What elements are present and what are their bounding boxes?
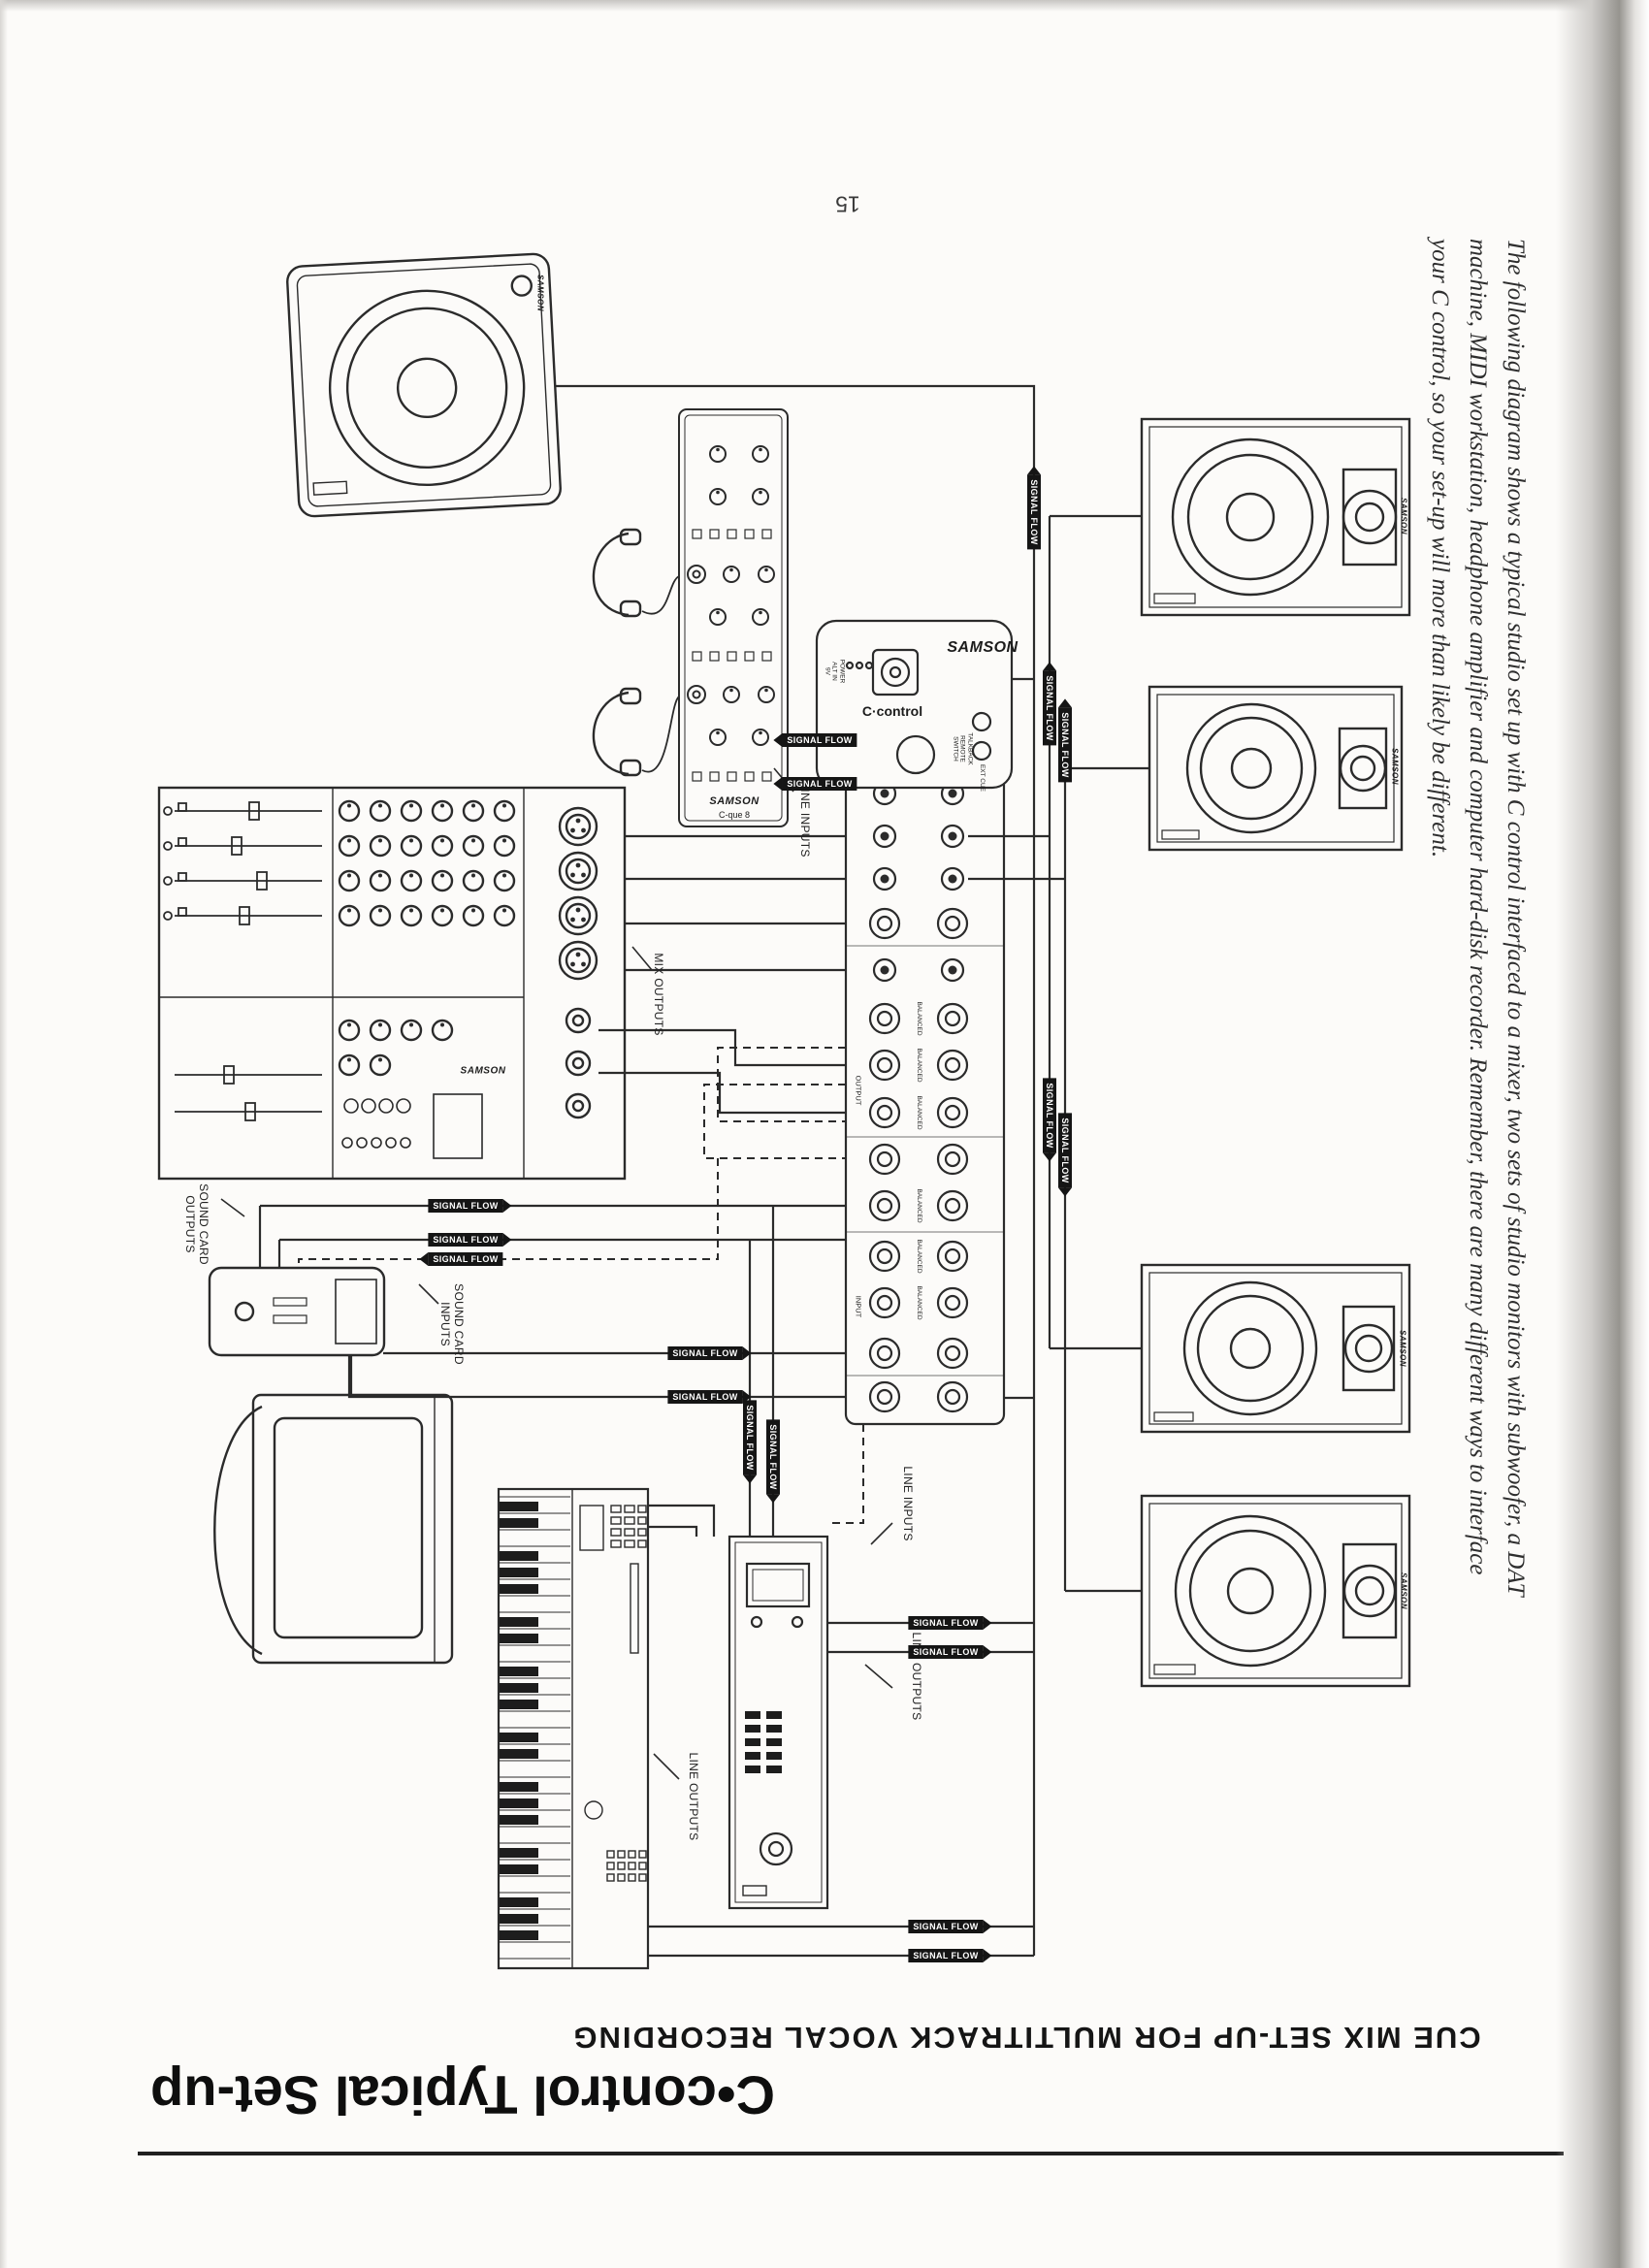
c-control-balanced-label: BALANCED — [915, 1048, 922, 1083]
page-edge-shadow — [1556, 0, 1649, 2268]
signal-flow-arrow: SIGNAL FLOW — [908, 1949, 992, 1962]
c-control — [815, 619, 1014, 1426]
signal-flow-arrow: SIGNAL FLOW — [773, 733, 857, 747]
page-number: 15 — [835, 191, 860, 217]
midi-keyboard — [497, 1487, 650, 1970]
mixer-brand: SAMSON — [460, 1065, 506, 1077]
label-mix-outputs: MIX OUTPUTS — [652, 953, 665, 1036]
signal-flow-arrow: SIGNAL FLOW — [773, 777, 857, 791]
intro-paragraph-line-1: The following diagram shows a typical st… — [1503, 239, 1529, 1597]
c-control-ext-cue-label: EXT CUE — [978, 763, 986, 793]
signal-flow-arrow: SIGNAL FLOW — [428, 1233, 512, 1247]
c-control-balanced-label: BALANCED — [915, 1095, 922, 1130]
c-control-balanced-label: BALANCED — [915, 1001, 922, 1036]
signal-flow-arrow: SIGNAL FLOW — [908, 1645, 992, 1659]
scan-edge-left — [0, 0, 8, 2268]
monitor-3-brand: SAMSON — [1398, 1329, 1407, 1368]
c-control-brand-logo: SAMSON — [947, 639, 1018, 656]
c-control-balanced-label: BALANCED — [915, 1239, 922, 1274]
signal-flow-arrow: SIGNAL FLOW — [1058, 1113, 1072, 1188]
sound-card — [208, 1266, 386, 1357]
signal-flow-arrow: SIGNAL FLOW — [766, 1419, 780, 1495]
dat-machine — [728, 1535, 829, 1910]
scan-edge-top — [0, 0, 1649, 12]
subwoofer — [286, 252, 562, 518]
c-control-balanced-label: BALANCED — [915, 1285, 922, 1320]
c-control-output-label: OUTPUT — [854, 1075, 863, 1106]
label-sound-card-inputs: SOUND CARD INPUTS — [438, 1283, 466, 1365]
signal-flow-arrow: SIGNAL FLOW — [908, 1616, 992, 1630]
headphone-amp-model: C-que 8 — [718, 810, 751, 820]
signal-flow-arrow: SIGNAL FLOW — [419, 1252, 503, 1266]
signal-flow-arrow: SIGNAL FLOW — [908, 1920, 992, 1933]
c-control-talkback-label: TALKBACK REMOTE SWITCH — [952, 732, 974, 765]
signal-flow-arrow: SIGNAL FLOW — [667, 1390, 752, 1404]
label-line-outputs-keyboard: LINE OUTPUTS — [687, 1752, 700, 1841]
c-control-power-label: POWER ALT IN 9V — [824, 659, 846, 684]
monitor-1-brand: SAMSON — [1399, 497, 1408, 535]
section-subtitle: CUE MIX SET-UP FOR MULTITRACK VOCAL RECO… — [571, 2021, 1481, 2055]
signal-flow-arrow: SIGNAL FLOW — [1027, 474, 1041, 550]
computer-monitor — [213, 1393, 454, 1665]
studio-monitor-2 — [1148, 685, 1404, 852]
wires-dashed — [298, 1047, 864, 1524]
studio-monitor-1 — [1140, 417, 1411, 617]
signal-flow-arrow: SIGNAL FLOW — [1058, 707, 1072, 783]
label-leaders — [220, 767, 893, 1780]
headphones-1 — [592, 528, 680, 618]
mixer — [157, 786, 627, 1181]
c-control-model-logo: C·control — [861, 703, 923, 719]
signal-flow-arrow: SIGNAL FLOW — [1043, 1078, 1056, 1153]
monitor-4-brand: SAMSON — [1399, 1571, 1408, 1610]
headphone-amp — [678, 408, 789, 827]
intro-paragraph-line-2: machine, MIDI workstation, headphone amp… — [1465, 239, 1491, 1575]
title-rule — [138, 2152, 1564, 2155]
wires — [258, 384, 1149, 1958]
monitor-2-brand: SAMSON — [1390, 747, 1400, 786]
signal-flow-arrow: SIGNAL FLOW — [428, 1199, 512, 1213]
headphones-2 — [592, 687, 680, 777]
c-control-input-label: INPUT — [854, 1295, 863, 1318]
subwoofer-brand: SAMSON — [535, 274, 545, 312]
label-sound-card-outputs: SOUND CARD OUTPUTS — [183, 1183, 210, 1265]
studio-monitor-3 — [1140, 1263, 1411, 1434]
signal-flow-arrow: SIGNAL FLOW — [743, 1400, 757, 1475]
signal-flow-arrow: SIGNAL FLOW — [667, 1346, 752, 1360]
c-control-balanced-label: BALANCED — [915, 1188, 922, 1223]
studio-monitor-4 — [1140, 1494, 1411, 1688]
page-title: C•control Typical Set-up — [150, 2064, 775, 2126]
label-line-inputs-amp: LINE INPUTS — [798, 782, 812, 858]
signal-flow-arrow: SIGNAL FLOW — [1043, 670, 1056, 746]
headphone-amp-brand: SAMSON — [709, 795, 760, 807]
intro-paragraph-line-3: your C control, so your set-up will more… — [1427, 239, 1453, 859]
label-line-inputs-dat: LINE INPUTS — [901, 1466, 915, 1541]
